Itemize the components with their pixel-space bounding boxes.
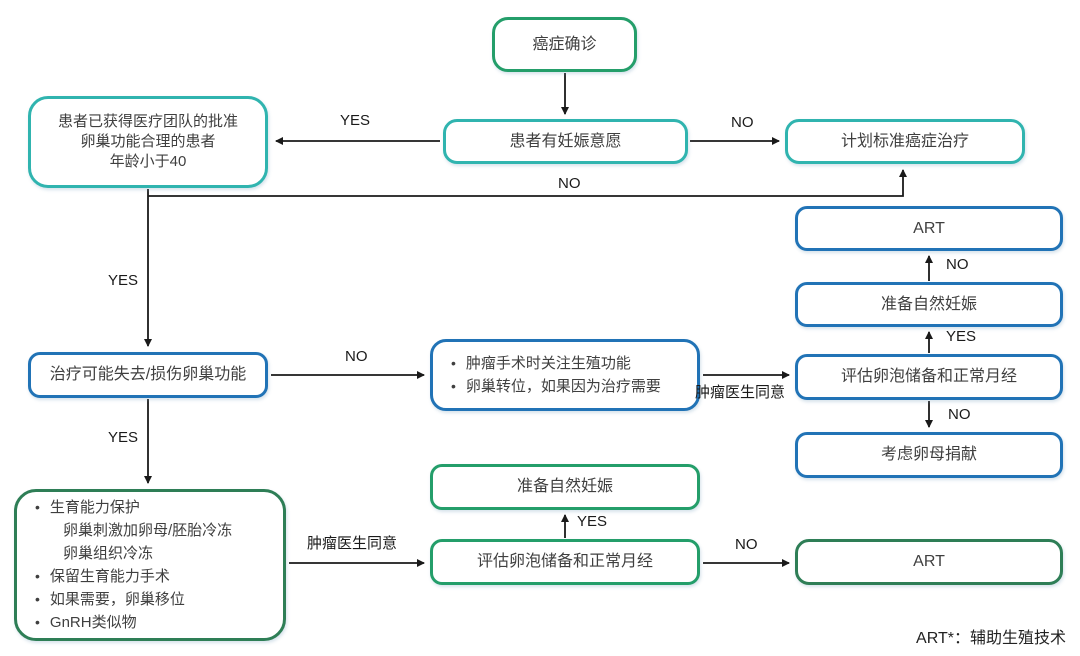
node-label: 计划标准癌症治疗	[840, 132, 969, 150]
edge-label-risk-no: NO	[345, 348, 368, 365]
edge-label-assess-bottom-no: NO	[735, 536, 758, 553]
node-label: 考虑卵母捐献	[880, 446, 977, 464]
node-surgery-options: 肿瘤手术时关注生殖功能 卵巢转位，如果因为治疗需要	[430, 339, 700, 411]
node-label: 患者有妊娠意愿	[509, 132, 622, 150]
bullet-item: 如果需要，卵巢移位	[17, 588, 283, 611]
node-standard-treatment: 计划标准癌症治疗	[785, 119, 1025, 164]
bullet-text: GnRH类似物	[49, 614, 137, 631]
node-oocyte-donation: 考虑卵母捐献	[795, 432, 1063, 478]
edge-approval-no-to-standard	[148, 169, 907, 197]
edge-label-natural-right-no: NO	[946, 256, 969, 273]
edge-label-approval-no: NO	[558, 175, 581, 192]
bullet-item: 保留生育能力手术	[17, 565, 283, 588]
node-label-line: 卵巢功能合理的患者	[80, 132, 216, 150]
edge-label-approval-yes: YES	[108, 272, 139, 289]
bullet-text: 保留生育能力手术	[49, 568, 170, 585]
edge-label-assess-bottom-yes: YES	[577, 513, 608, 530]
edge-label-wish-no: NO	[731, 114, 754, 131]
node-art-top: ART	[795, 206, 1063, 251]
bullet-item: 卵巢转位，如果因为治疗需要	[433, 375, 697, 398]
bullet-text: 生育能力保护	[49, 499, 140, 516]
art-footnote: ART*：辅助生殖技术	[916, 630, 1066, 647]
edge-label-oncologist-agree-bottom: 肿瘤医生同意	[307, 535, 398, 552]
bullet-text: 肿瘤手术时关注生殖功能	[465, 355, 631, 372]
node-label-line: 患者已获得医疗团队的批准	[57, 112, 238, 130]
edge-label-oncologist-agree-top: 肿瘤医生同意	[695, 384, 786, 401]
sub-item: 卵巢组织冷冻	[63, 545, 154, 562]
node-label: ART	[913, 553, 945, 571]
node-label: 准备自然妊娠	[880, 295, 977, 313]
node-label: 治疗可能失去/损伤卵巢功能	[49, 366, 247, 384]
node-label: 评估卵泡储备和正常月经	[840, 368, 1017, 386]
node-natural-pregnancy-bottom: 准备自然妊娠	[430, 464, 700, 510]
node-ovarian-risk: 治疗可能失去/损伤卵巢功能	[28, 352, 268, 398]
node-approval-criteria: 患者已获得医疗团队的批准 卵巢功能合理的患者 年龄小于40	[28, 96, 268, 188]
node-label: 准备自然妊娠	[516, 478, 613, 496]
edge-label-assess-right-no: NO	[948, 406, 971, 423]
node-art-bottom: ART	[795, 539, 1063, 585]
node-pregnancy-wish: 患者有妊娠意愿	[443, 119, 688, 164]
node-label: 评估卵泡储备和正常月经	[476, 553, 653, 571]
edge-label-assess-right-yes: YES	[946, 328, 977, 345]
bullet-item: GnRH类似物	[17, 611, 283, 634]
node-natural-pregnancy-right: 准备自然妊娠	[795, 282, 1063, 327]
edge-label-wish-yes: YES	[340, 112, 371, 129]
bullet-item: 生育能力保护	[17, 496, 283, 519]
node-label: ART	[913, 219, 945, 237]
node-cancer-diagnosis: 癌症确诊	[492, 17, 637, 72]
bullet-text: 卵巢转位，如果因为治疗需要	[465, 378, 661, 395]
node-assess-follicle-bottom: 评估卵泡储备和正常月经	[430, 539, 700, 585]
edge-label-risk-yes: YES	[108, 429, 139, 446]
node-label-line: 年龄小于40	[109, 153, 187, 171]
bullet-text: 如果需要，卵巢移位	[49, 591, 185, 608]
node-label: 癌症确诊	[532, 35, 597, 53]
bullet-item: 肿瘤手术时关注生殖功能	[433, 352, 697, 375]
node-fertility-options: 生育能力保护 卵巢刺激加卵母/胚胎冷冻 卵巢组织冷冻 保留生育能力手术 如果需要…	[14, 489, 286, 641]
sub-item: 卵巢刺激加卵母/胚胎冷冻	[63, 522, 233, 539]
node-assess-follicle-right: 评估卵泡储备和正常月经	[795, 354, 1063, 400]
